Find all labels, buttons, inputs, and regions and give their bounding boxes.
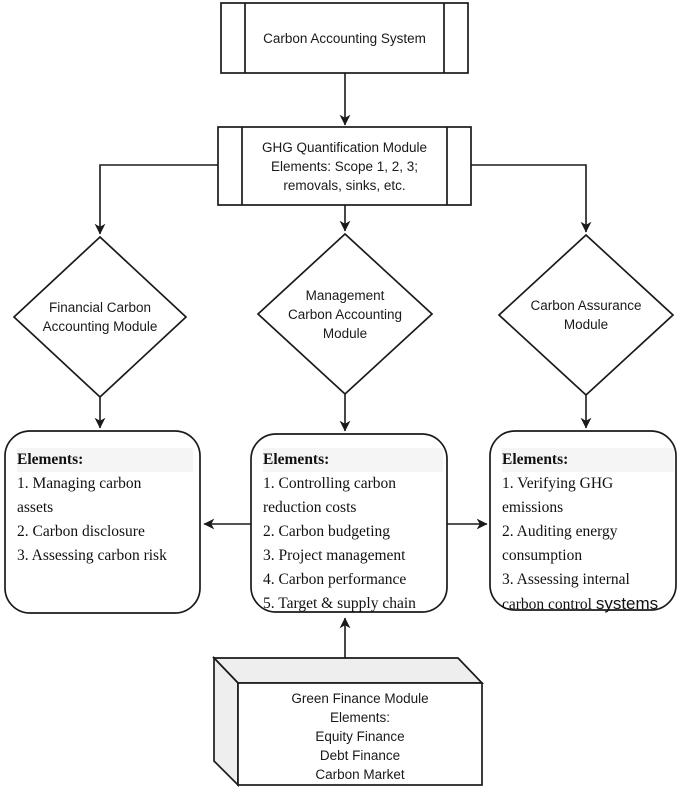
list-item: assets [17,499,54,516]
list-item: 1. Verifying GHG [502,475,614,492]
list-item: consumption [502,547,583,564]
management-elements-box [250,433,448,613]
system-box-label: Carbon Accounting System [263,30,426,46]
financial-elements-list: Elements: 1. Managing carbon assets 2. C… [17,448,193,568]
arrow-ghg-to-assurance-diamond [471,164,592,233]
assurance-diamond-label: Carbon Assurance Module [530,298,642,332]
list-item: 4. Carbon performance [263,571,407,588]
financial-elements-box [4,430,201,614]
list-item: 5. Target & supply chain [263,595,416,612]
assurance-elements-list: Elements: 1. Verifying GHG emissions 2. … [502,448,674,617]
management-module-diamond [256,232,434,396]
list-item: reduction costs [263,499,357,516]
list-item: 3. Project management [263,547,406,564]
ghg-process-box [217,126,472,206]
financial-diamond-label: Financial Carbon Accounting Module [42,300,158,334]
list-item: 3. Assessing carbon risk [17,547,167,564]
green-finance-cube-label: Green Finance Module Elements: Equity Fi… [291,691,429,782]
financial-module-diamond [12,235,188,399]
assurance-elements-box [489,430,677,611]
assurance-module-diamond [497,233,675,397]
list-item: 2. Carbon disclosure [17,523,145,540]
list-item: 1. Managing carbon [17,475,142,492]
green-finance-cube [212,655,484,788]
management-diamond-label: Management Carbon Accounting Module [287,288,403,341]
arrow-ghg-to-financial-diamond [94,164,218,235]
list-item: 2. Carbon budgeting [263,523,390,540]
ghg-box-label: GHG Quantification Module Elements: Scop… [261,139,428,193]
list-item: carbon control systems [502,594,659,613]
system-process-box [220,2,469,74]
list-item: 1. Controlling carbon [263,475,397,492]
list-item: 3. Assessing internal [502,571,630,588]
list-item: 2. Auditing energy [502,523,618,540]
management-elements-list: Elements: 1. Controlling carbon reductio… [263,448,443,616]
list-item: emissions [502,499,564,516]
